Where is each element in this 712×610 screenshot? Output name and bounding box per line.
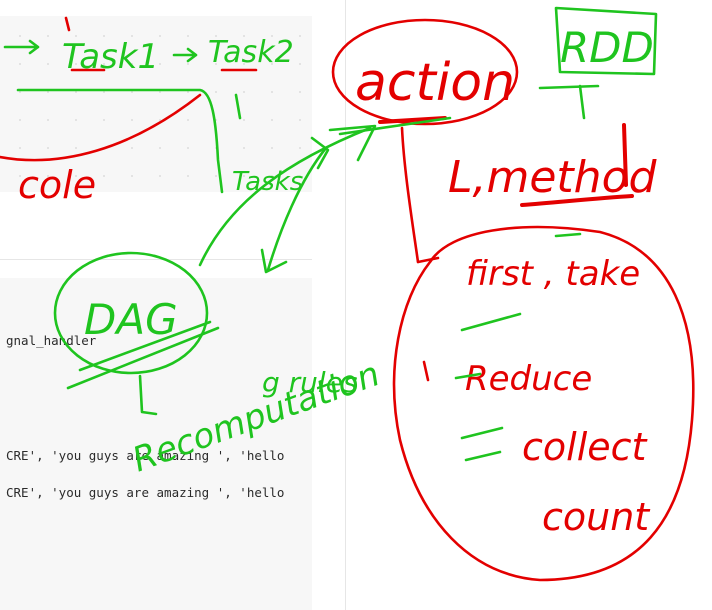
code-line: gnal_handler <box>6 333 97 348</box>
code-cell[interactable]: gnal_handler CRE', 'you guys are amazing… <box>0 278 312 610</box>
code-line: CRE', 'you guys are amazing ', 'hello <box>6 448 285 463</box>
cell-divider <box>0 259 312 260</box>
code-line: CRE', 'you guys are amazing ', 'hello <box>6 485 285 500</box>
whiteboard-pane <box>346 0 712 610</box>
notebook-output-cell <box>0 16 312 192</box>
notebook-pane: gnal_handler CRE', 'you guys are amazing… <box>0 0 346 610</box>
